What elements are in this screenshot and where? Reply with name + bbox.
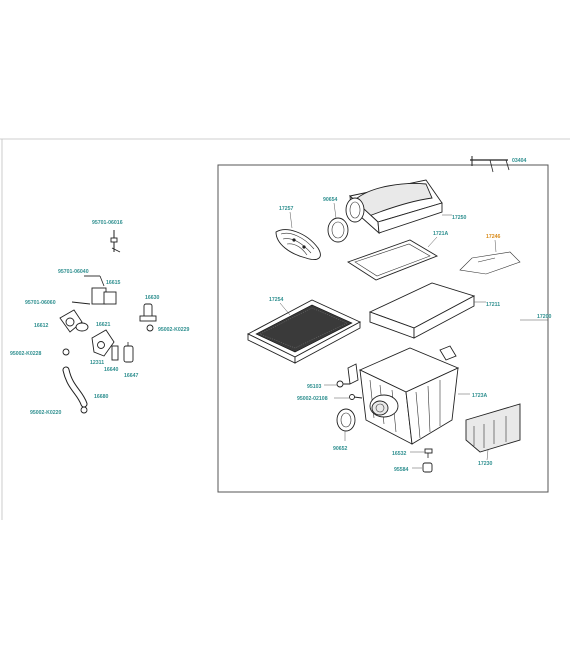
part-17211-panel[interactable] xyxy=(368,282,476,339)
label-17200: 17200 xyxy=(537,314,552,320)
part-1721A-gasket[interactable] xyxy=(346,239,439,281)
part-16630-sensor[interactable] xyxy=(139,303,157,322)
part-90654-seal[interactable] xyxy=(327,217,349,243)
part-17254-element[interactable] xyxy=(247,299,362,364)
part-95701-06040-bolt[interactable] xyxy=(84,275,105,287)
part-16647-fitting[interactable] xyxy=(123,342,134,363)
label-95002-K0220: 95002-K0220 xyxy=(30,410,62,416)
part-16680-hose[interactable] xyxy=(62,366,88,408)
label-95701-06060: 95701-06060 xyxy=(25,300,56,306)
leader-17254 xyxy=(279,302,291,316)
label-16615: 16615 xyxy=(106,280,121,286)
leader-1721A xyxy=(427,236,438,248)
label-16680: 16680 xyxy=(94,394,109,400)
label-17254: 17254 xyxy=(269,297,284,303)
part-16615-holder[interactable] xyxy=(91,287,117,305)
part-95002-K0229-bolt[interactable] xyxy=(146,324,154,332)
part-16621-gasket[interactable] xyxy=(75,322,89,332)
label-12311: 12311 xyxy=(90,360,104,366)
label-1721A: 1721A xyxy=(433,231,449,237)
label-17211: 17211 xyxy=(486,302,500,308)
part-1723A-case[interactable] xyxy=(347,345,460,445)
part-03404-bracket[interactable] xyxy=(470,156,510,173)
label-95002-K0229: 95002-K0229 xyxy=(158,327,190,333)
part-95103-bolt[interactable] xyxy=(336,380,350,388)
label-17257: 17257 xyxy=(279,206,294,212)
part-17257-screen[interactable] xyxy=(275,229,321,260)
label-03404: 03404 xyxy=(512,158,527,164)
part-17246-tag[interactable] xyxy=(459,251,521,275)
label-90652: 90652 xyxy=(333,446,348,452)
label-95103: 95103 xyxy=(307,384,322,390)
label-17246: 17246 xyxy=(486,234,501,240)
part-95002-K0220-bolt[interactable] xyxy=(80,406,88,414)
label-90654: 90654 xyxy=(323,197,338,203)
assembly-box xyxy=(217,164,549,493)
label-16630: 16630 xyxy=(145,295,160,301)
part-95701-06060-bolt[interactable] xyxy=(71,301,91,305)
leader-90654 xyxy=(333,202,337,219)
part-17250-duct[interactable] xyxy=(345,179,443,235)
label-16621: 16621 xyxy=(96,322,111,328)
label-95701-06016: 95701-06016 xyxy=(92,220,123,226)
part-90652-clamp[interactable] xyxy=(336,408,356,432)
part-12311-valve[interactable] xyxy=(91,329,115,357)
part-16640-pipe[interactable] xyxy=(111,345,119,361)
label-16647: 16647 xyxy=(124,373,139,379)
part-95002-K0228-bolt[interactable] xyxy=(62,348,70,356)
part-95584-drain[interactable] xyxy=(422,462,433,473)
label-95701-06040: 95701-06040 xyxy=(58,269,89,275)
part-95701-06016-bolt[interactable] xyxy=(110,230,121,253)
label-95584: 95584 xyxy=(394,467,409,473)
leader-17246 xyxy=(494,239,497,253)
label-17250: 17250 xyxy=(452,215,467,221)
label-16612: 16612 xyxy=(34,323,49,329)
part-95002-02108-bolt[interactable] xyxy=(349,394,363,400)
label-16532: 16532 xyxy=(392,451,407,457)
part-16532-drain[interactable] xyxy=(424,448,433,458)
label-17230: 17230 xyxy=(478,461,493,467)
label-16640: 16640 xyxy=(104,367,119,373)
label-1723A: 1723A xyxy=(472,393,488,399)
leader-17230 xyxy=(486,449,489,461)
leader-17257 xyxy=(289,211,293,229)
part-17230-bracket[interactable] xyxy=(465,403,521,453)
label-95002-02108: 95002-02108 xyxy=(297,396,328,402)
label-95002-K0228: 95002-K0228 xyxy=(10,351,42,357)
